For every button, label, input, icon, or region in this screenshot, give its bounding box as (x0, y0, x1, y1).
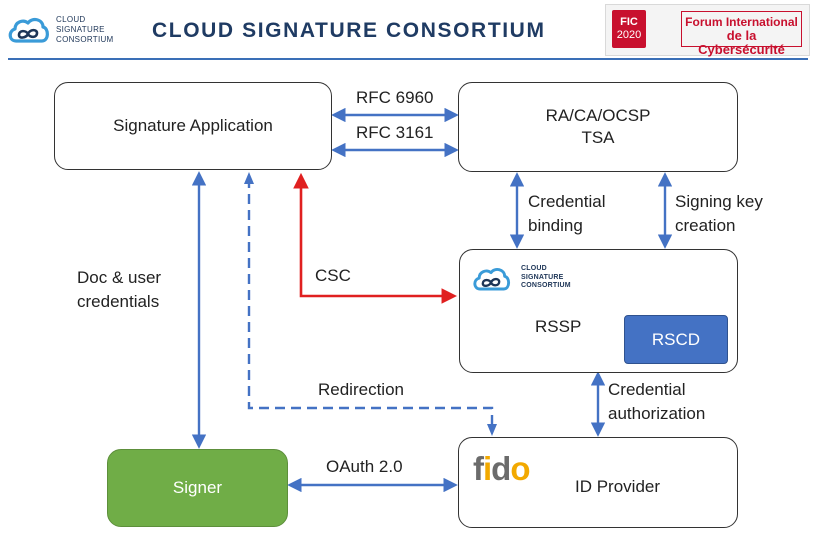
credential-binding-line1: Credential (528, 192, 606, 211)
credential-binding-label: Credential binding (528, 190, 606, 238)
rssp-csc-cloud-logo-icon (473, 268, 511, 291)
credential-authorization-line2: authorization (608, 404, 706, 423)
redirection-arrowhead-bottom (487, 424, 497, 436)
doc-user-line2: credentials (77, 292, 160, 311)
forum-cybersecurite-logo: Forum International de la Cybersécurité (681, 11, 802, 57)
id-provider-label: ID Provider (575, 477, 661, 496)
forum-logo-line2: de la Cybersécurité (698, 28, 785, 57)
csc-cloud-logo-icon (8, 17, 49, 43)
rssp-logo-line: CONSORTIUM (521, 282, 571, 289)
signing-key-line2: creation (675, 216, 736, 235)
credential-authorization-label: Credential authorization (608, 378, 705, 426)
rssp-logo-line: CLOUD (521, 265, 547, 272)
oauth-label: OAuth 2.0 (326, 457, 403, 476)
signing-key-label: Signing key creation (675, 190, 763, 238)
redirection-arrowhead-top (244, 172, 254, 184)
csc-logo-line: CONSORTIUM (56, 35, 114, 44)
rscd-label: RSCD (651, 329, 701, 349)
header-divider (8, 58, 808, 60)
doc-user-credentials-label: Doc & user credentials (77, 266, 161, 314)
csc-logo-line: CLOUD (56, 15, 86, 24)
redirection-label: Redirection (318, 380, 404, 399)
signature-application-box: Signature Application (54, 82, 332, 170)
fic-badge-line1: FIC (620, 16, 638, 28)
redirection-connector (247, 178, 494, 428)
csc-logo-text: CLOUD SIGNATURE CONSORTIUM (56, 15, 114, 45)
rfc6960-label: RFC 6960 (356, 88, 434, 107)
rssp-logo-line: SIGNATURE (521, 273, 564, 281)
rssp-box: CLOUD SIGNATURE CONSORTIUM RSSP RSCD (459, 249, 738, 373)
credential-authorization-line1: Credential (608, 380, 686, 399)
credential-binding-line2: binding (528, 216, 583, 235)
fido-logo-icon: fido (473, 450, 531, 487)
tsa-label: TSA (581, 128, 615, 147)
signer-label: Signer (172, 478, 223, 497)
csc-logo-line: SIGNATURE (56, 25, 105, 34)
rssp-label: RSSP (535, 317, 582, 336)
ra-ca-ocsp-tsa-box: RA/CA/OCSP TSA (458, 82, 738, 172)
header: CLOUD SIGNATURE CONSORTIUM CLOUD SIGNATU… (0, 0, 816, 62)
rscd-box: RSCD (624, 315, 728, 364)
page-title: CLOUD SIGNATURE CONSORTIUM (152, 19, 546, 42)
forum-logo-line1: Forum International (685, 15, 798, 29)
signature-application-label: Signature Application (113, 116, 273, 135)
rssp-csc-logo-text: CLOUD SIGNATURE CONSORTIUM (521, 265, 571, 291)
signer-box: Signer (107, 449, 288, 527)
signing-key-line1: Signing key (675, 192, 763, 211)
rfc3161-label: RFC 3161 (356, 123, 434, 142)
fic-2020-badge: FIC 2020 (612, 10, 646, 48)
csc-label: CSC (315, 266, 351, 285)
csc-connector (293, 172, 458, 304)
id-provider-box: fido ID Provider (458, 437, 738, 528)
doc-user-line1: Doc & user (77, 268, 162, 287)
fic-badge-line2: 2020 (616, 29, 642, 41)
ra-ca-ocsp-label: RA/CA/OCSP (545, 106, 651, 125)
